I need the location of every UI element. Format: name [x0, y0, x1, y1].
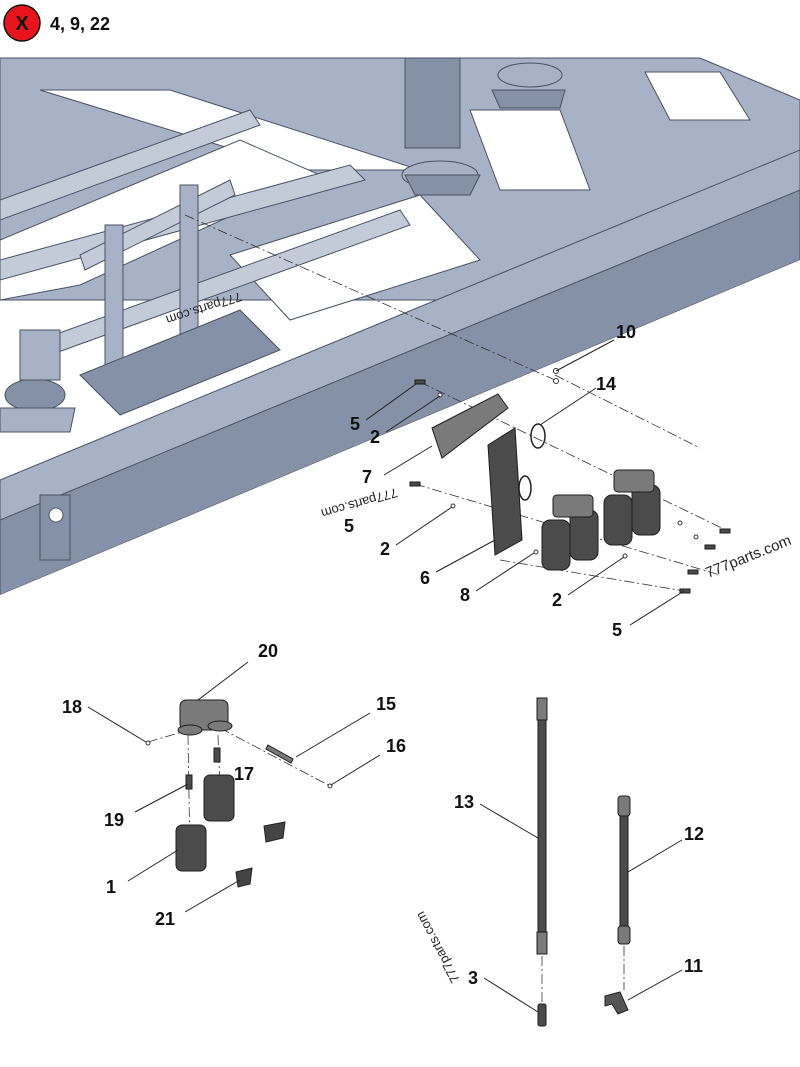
exploded-filter-head	[87, 661, 381, 913]
callout-21: 21	[155, 909, 175, 929]
rubber-mount-left	[0, 329, 76, 433]
callout-3: 3	[468, 968, 478, 988]
gasket-14	[530, 423, 546, 449]
callout-10: 10	[616, 322, 636, 342]
exploded-filter-assembly	[184, 214, 731, 626]
mounting-plate-6	[487, 427, 523, 556]
filter-element-upper	[203, 774, 235, 822]
callout-14: 14	[596, 374, 616, 394]
frame-lug	[39, 494, 71, 561]
hose-13	[536, 697, 548, 1027]
callout-7: 7	[362, 467, 372, 487]
callout-1: 1	[106, 877, 116, 897]
callout-6: 6	[420, 568, 430, 588]
filter-pair-left	[541, 494, 599, 571]
callout-2: 2	[552, 590, 562, 610]
gasket-lower	[518, 475, 532, 501]
callout-13: 13	[454, 792, 474, 812]
excluded-parts-badge: X 4, 9, 22	[3, 4, 110, 42]
filter-element-lower	[175, 824, 207, 872]
callout-5: 5	[612, 620, 622, 640]
callout-20: 20	[258, 641, 278, 661]
excluded-x-icon	[3, 4, 41, 42]
elbow-fitting-11	[604, 991, 629, 1015]
callout-12: 12	[684, 824, 704, 844]
callout-16: 16	[386, 736, 406, 756]
callout-17: 17	[234, 764, 254, 784]
support-bracket	[79, 179, 281, 416]
hose-12	[604, 795, 631, 1015]
callout-19: 19	[104, 810, 124, 830]
excluded-x-symbol: X	[15, 13, 29, 35]
rubber-mount-top	[401, 57, 566, 196]
callout-5: 5	[344, 516, 354, 536]
callout-18: 18	[62, 697, 82, 717]
callout-2: 2	[380, 539, 390, 559]
machine-frame	[0, 57, 800, 1067]
callout-5: 5	[350, 414, 360, 434]
callout-15: 15	[376, 694, 396, 714]
filter-pair-right	[603, 469, 661, 546]
excluded-parts-list: 4, 9, 22	[50, 14, 110, 34]
callout-labels: 10 14 5 2 7 5 2 6 8 2 5 20 18 15 16 17 1…	[62, 322, 704, 988]
callout-11: 11	[684, 956, 703, 976]
callout-2: 2	[370, 427, 380, 447]
callout-8: 8	[460, 585, 470, 605]
mounting-plate-7	[431, 393, 509, 459]
